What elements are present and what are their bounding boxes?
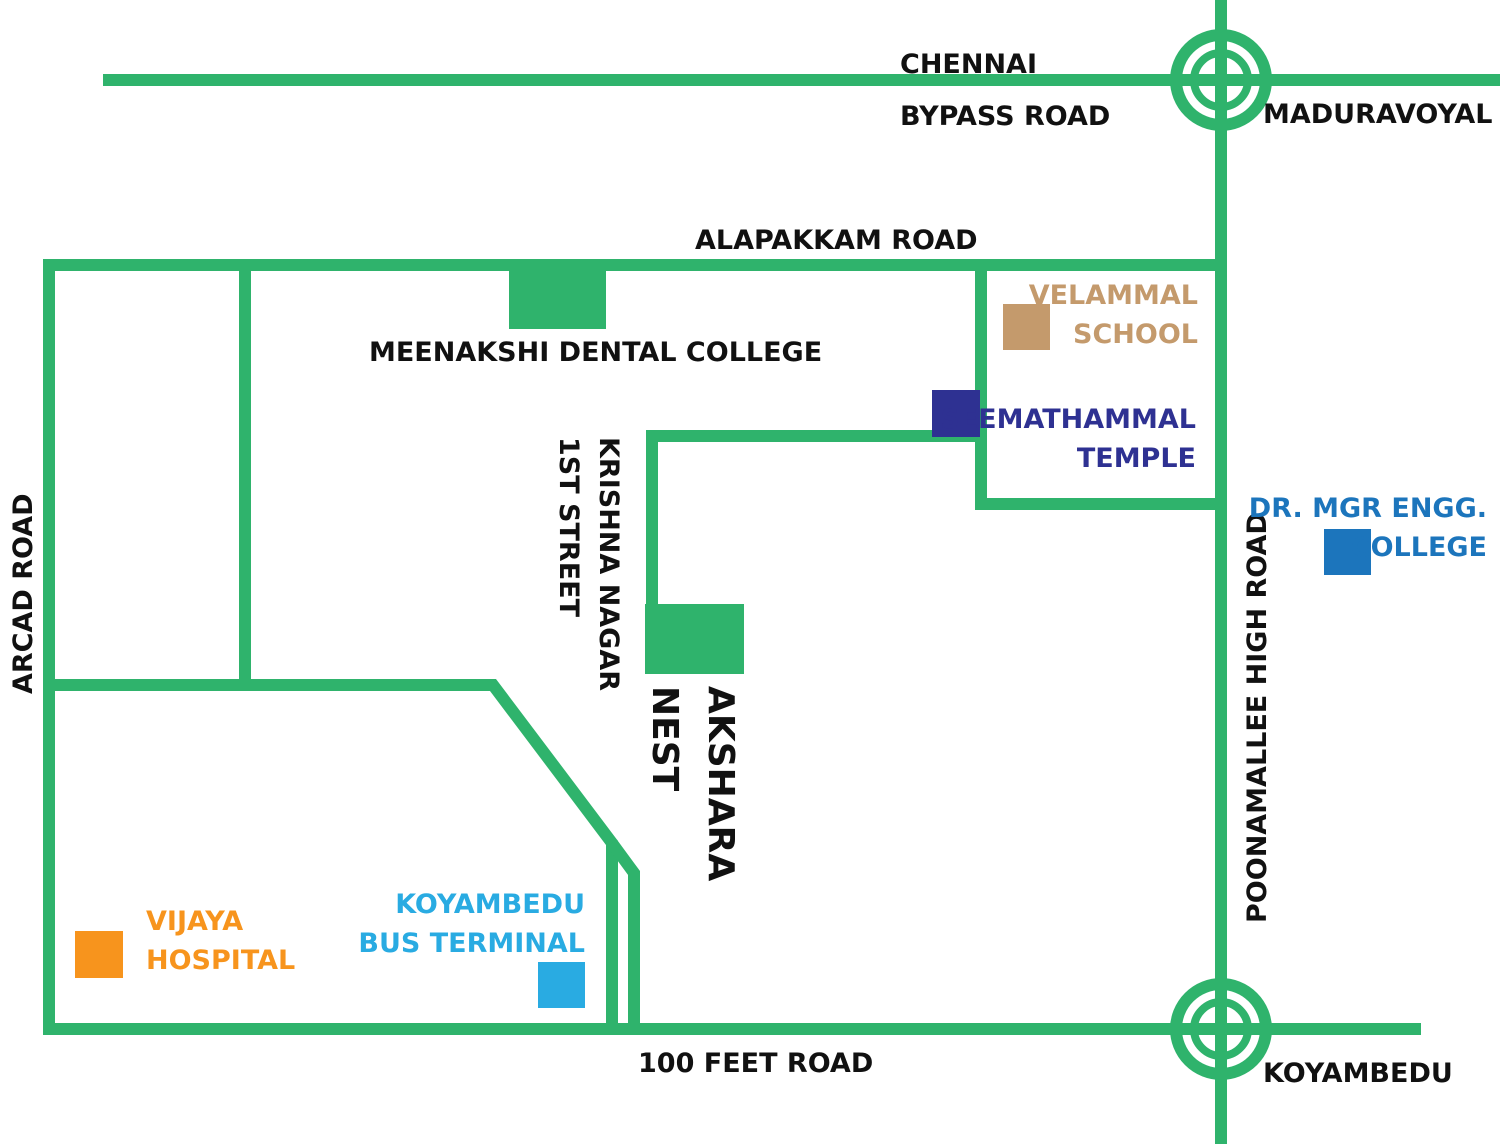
maduravoyal-roundabout — [1170, 29, 1272, 131]
roundabout-inner-ring — [1190, 49, 1252, 111]
bypass-road-label: BYPASS ROAD — [900, 101, 1110, 132]
roundabout-outer-ring — [1170, 978, 1272, 1080]
koyambedu-roundabout — [1170, 978, 1272, 1080]
akshara-nest-marker — [645, 604, 744, 674]
krishna-nagar-label: KRISHNA NAGAR — [593, 437, 624, 691]
roundabout-outer-ring — [1170, 29, 1272, 131]
koyambedu-bus-terminal-marker — [538, 962, 585, 1008]
akshara-nest-label-line1: AKSHARA — [700, 686, 741, 881]
vijaya-hospital-label-line2: HOSPITAL — [146, 945, 295, 976]
koyambedu-bus-terminal-label-line2: BUS TERMINAL — [358, 928, 585, 959]
cross-link-road-line — [49, 679, 618, 1029]
koyambedu-area-label: KOYAMBEDU — [1263, 1058, 1453, 1089]
akshara-nest-label-line2: NEST — [644, 686, 685, 792]
temple-block-road-line — [975, 265, 1221, 510]
krishna-nagar-street-line — [646, 430, 981, 640]
meenakshi-dental-college-label: MEENAKSHI DENTAL COLLEGE — [369, 337, 822, 368]
vijaya-hospital-marker — [75, 931, 123, 978]
cross-link-road-parallel-line — [607, 839, 640, 1029]
velammal-school-label-line1: VELAMMAL — [1029, 280, 1198, 311]
maduravoyal-label: MADURAVOYAL — [1263, 99, 1492, 130]
roundabout-inner-ring — [1190, 998, 1252, 1060]
alapakkam-road-label: ALAPAKKAM ROAD — [695, 225, 978, 256]
vijaya-hospital-label-line1: VIJAYA — [146, 906, 243, 937]
feet-road-label: 100 FEET ROAD — [638, 1048, 873, 1079]
first-street-label: 1ST STREET — [553, 437, 584, 618]
mgr-engg-college-label-line1: DR. MGR ENGG. — [1249, 493, 1487, 524]
velammal-school-marker — [1003, 304, 1050, 350]
meenakshi-dental-college-marker — [509, 266, 606, 329]
koyambedu-bus-terminal-label-line1: KOYAMBEDU — [395, 889, 585, 920]
mgr-engg-college-marker — [1324, 529, 1371, 575]
chennai-label: CHENNAI — [900, 49, 1037, 80]
arcad-road-label: ARCAD ROAD — [8, 493, 39, 694]
seemathammal-temple-label-line1: SEEMATHAMMAL — [940, 404, 1196, 435]
seemathammal-temple-label-line2: TEMPLE — [1077, 443, 1196, 474]
velammal-school-label-line2: SCHOOL — [1073, 319, 1198, 350]
poonamallee-high-road-label: POONAMALLEE HIGH ROAD — [1242, 512, 1273, 923]
seemathammal-temple-marker — [932, 390, 980, 437]
mgr-engg-college-label-line2: COLLEGE — [1351, 532, 1487, 563]
